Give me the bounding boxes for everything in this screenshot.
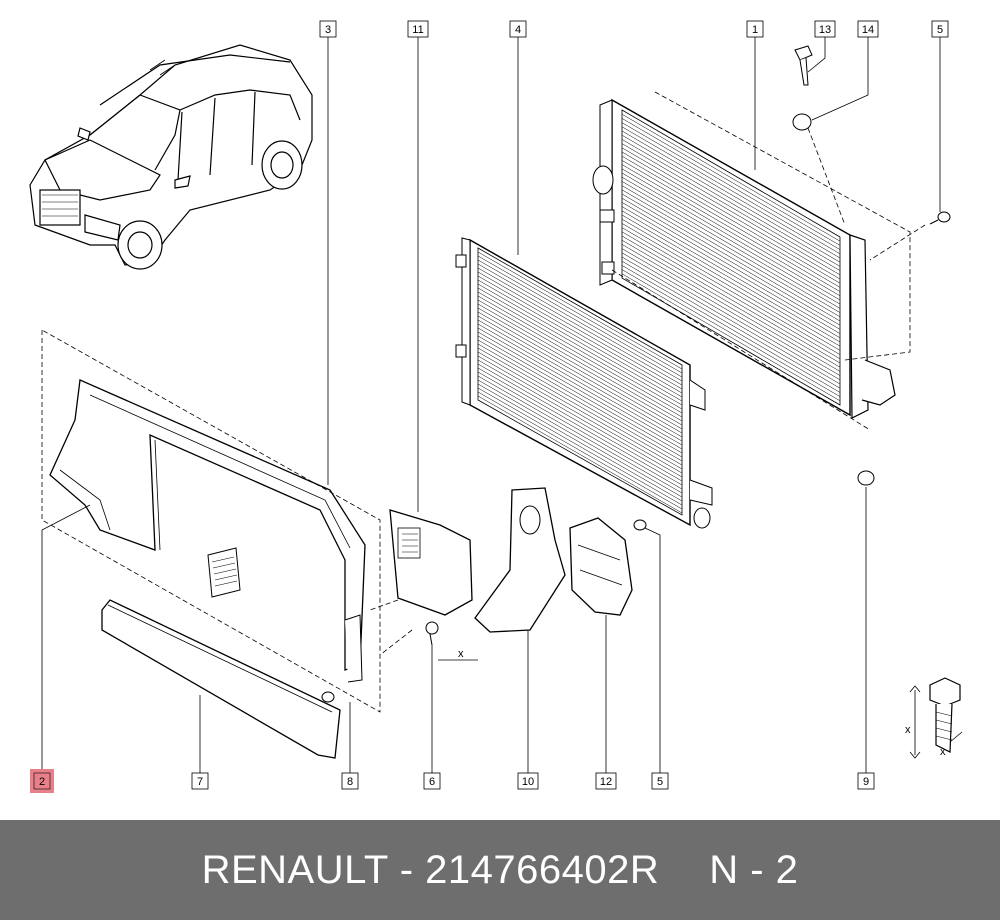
part-label-13: 13 bbox=[814, 20, 836, 38]
part-label-9: 9 bbox=[857, 772, 875, 790]
air-duct-icon bbox=[389, 509, 473, 616]
dimension-label-bolt-length: x bbox=[905, 724, 911, 736]
part-label-1: 1 bbox=[746, 20, 764, 38]
bolt-icon bbox=[633, 519, 647, 531]
part-number-text: 4 bbox=[515, 24, 521, 36]
assembly-frame bbox=[41, 91, 926, 713]
footer-caption: RENAULT - 214766402R N - 2 bbox=[0, 820, 1000, 920]
dimension-label-bolt-diameter: x bbox=[940, 746, 946, 758]
bolt-icon bbox=[929, 211, 951, 225]
part-label-7: 7 bbox=[191, 772, 209, 790]
part-number-text: 6 bbox=[429, 776, 435, 788]
part-number-text: 13 bbox=[819, 24, 831, 36]
dimension-label-bracket: x bbox=[458, 648, 464, 660]
brand-part-number: RENAULT - 214766402R bbox=[201, 847, 660, 892]
condenser-icon bbox=[455, 237, 713, 529]
part-number-text: 7 bbox=[197, 776, 203, 788]
part-number-text: 5 bbox=[657, 776, 663, 788]
clip-icon bbox=[792, 113, 812, 131]
position-number: N - 2 bbox=[709, 847, 799, 892]
lower-deflector-strip-icon bbox=[101, 599, 341, 759]
part-label-2: 2 bbox=[30, 769, 54, 793]
part-label-boxes: 3 11 4 1 13 14 5 2 7 8 6 10 12 5 9 bbox=[30, 20, 949, 793]
deflector-icon bbox=[49, 379, 366, 683]
part-number-text: 12 bbox=[600, 776, 612, 788]
car-icon bbox=[29, 44, 313, 270]
part-number-text: 1 bbox=[752, 24, 758, 36]
part-label-11: 11 bbox=[407, 20, 429, 38]
part-label-4: 4 bbox=[509, 20, 527, 38]
part-number-text: 10 bbox=[522, 776, 534, 788]
part-number-text: 14 bbox=[862, 24, 874, 36]
part-number-text: 5 bbox=[937, 24, 943, 36]
part-label-5: 5 bbox=[931, 20, 949, 38]
clip-icon bbox=[321, 691, 335, 703]
part-number-text: 2 bbox=[39, 776, 45, 788]
part-label-5: 5 bbox=[651, 772, 669, 790]
part-number-text: 11 bbox=[412, 24, 423, 36]
part-label-12: 12 bbox=[595, 772, 617, 790]
air-duct-icon bbox=[474, 487, 566, 633]
part-label-8: 8 bbox=[341, 772, 359, 790]
part-number-text: 8 bbox=[347, 776, 353, 788]
air-duct-icon bbox=[569, 517, 633, 616]
bolt-icon bbox=[794, 45, 813, 86]
radiator-icon bbox=[592, 98, 896, 419]
part-label-6: 6 bbox=[423, 772, 441, 790]
part-label-3: 3 bbox=[319, 20, 337, 38]
footer-bar: RENAULT - 214766402R N - 2 bbox=[0, 820, 1000, 920]
bolt-icon bbox=[929, 677, 961, 753]
leader-lines bbox=[41, 37, 963, 775]
clip-icon bbox=[857, 470, 875, 486]
booklet-icon bbox=[207, 547, 241, 598]
part-number-text: 9 bbox=[863, 776, 869, 788]
parts-diagram: 3 11 4 1 13 14 5 2 7 8 6 10 12 5 9 x x x bbox=[29, 20, 963, 793]
bolt-icon bbox=[425, 621, 439, 646]
part-number-text: 3 bbox=[325, 24, 331, 36]
part-label-10: 10 bbox=[517, 772, 539, 790]
part-label-14: 14 bbox=[857, 20, 879, 38]
